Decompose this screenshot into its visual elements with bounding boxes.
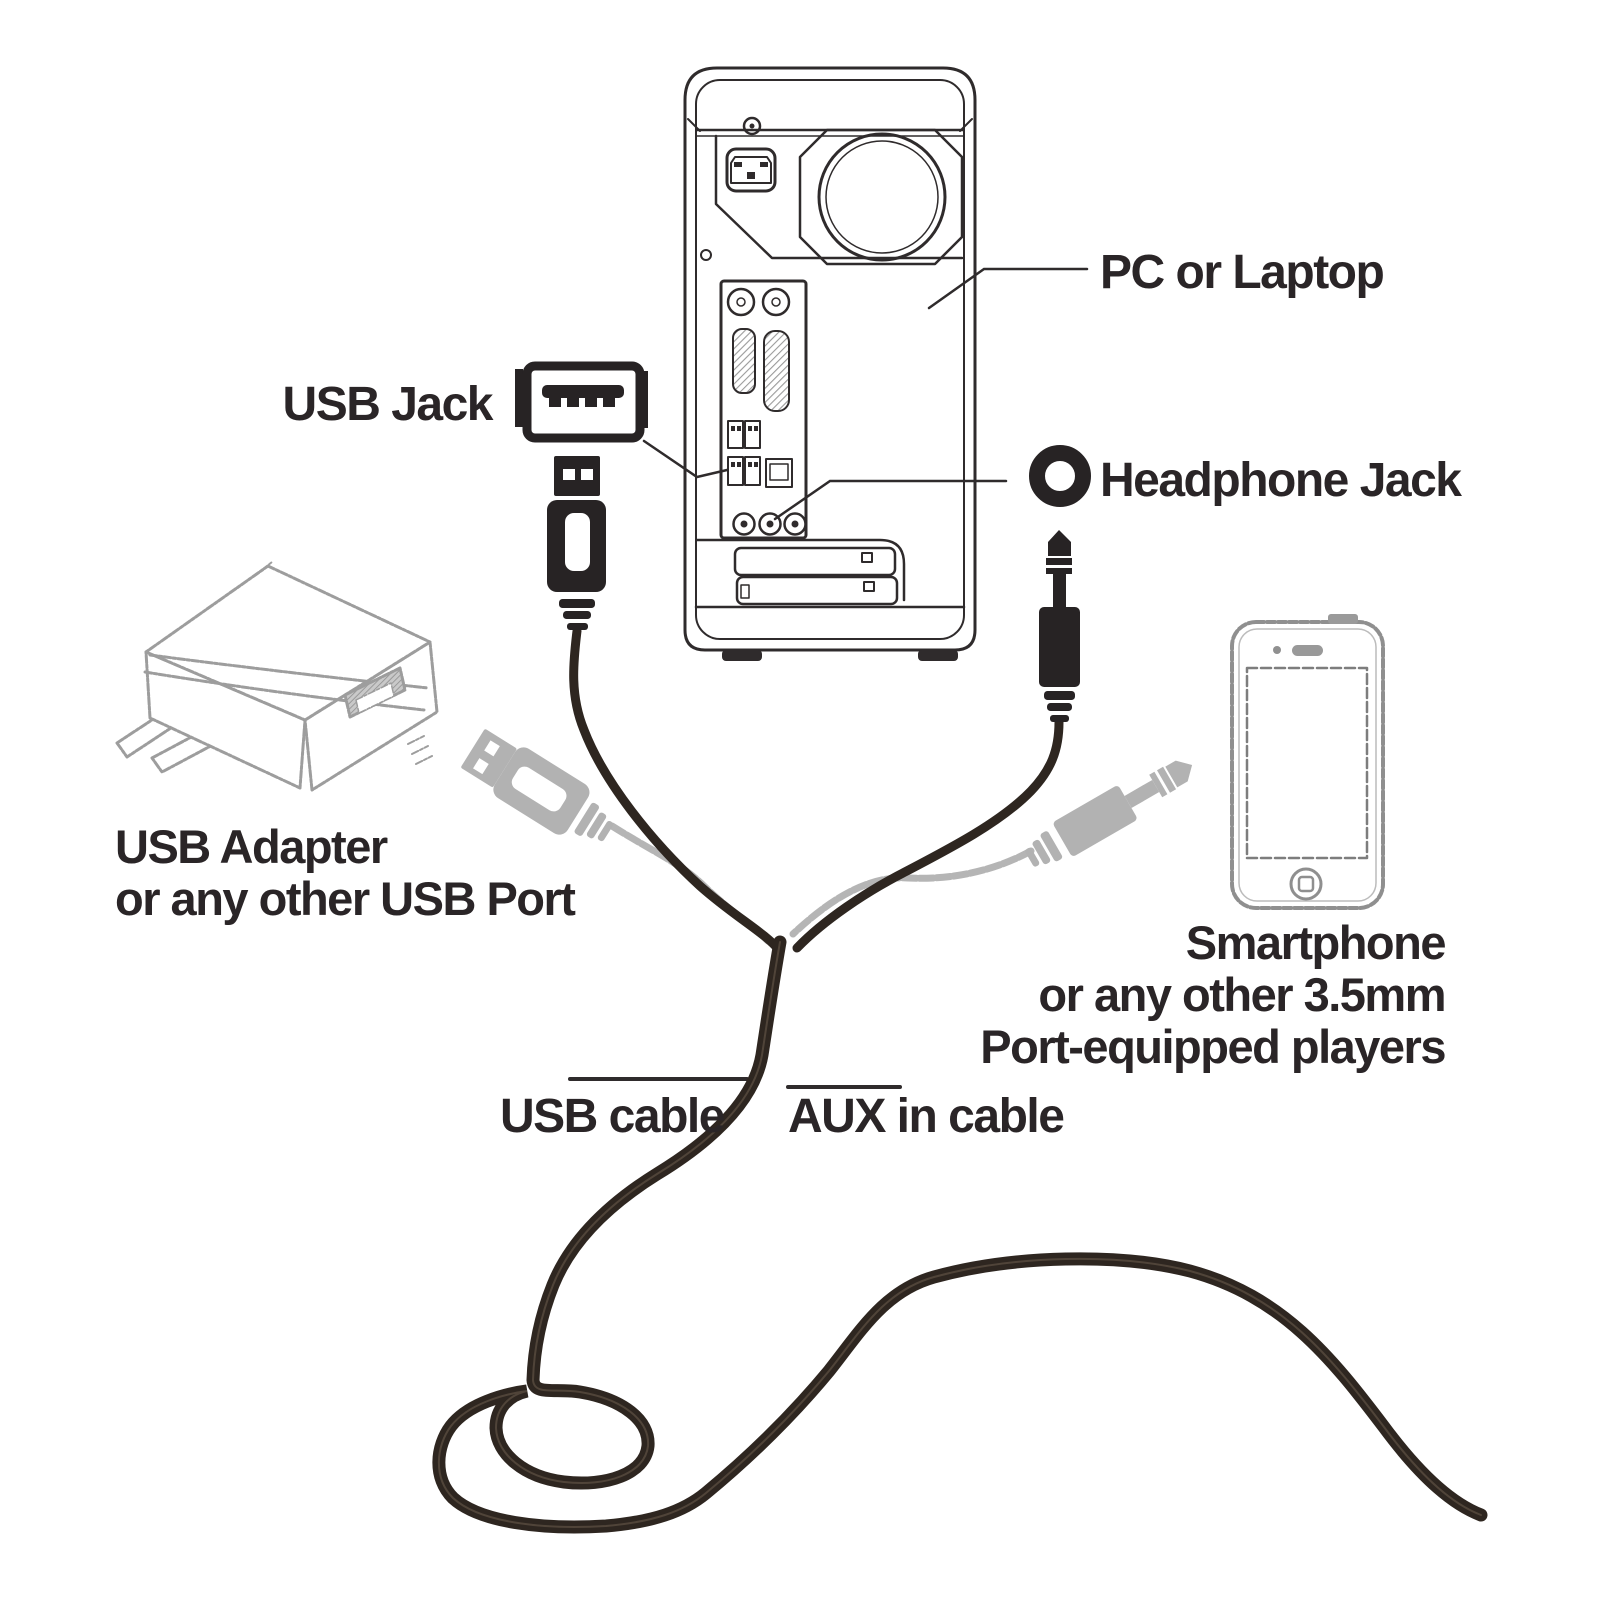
merged-cable-line xyxy=(432,935,1488,1534)
psu-fan xyxy=(798,128,964,266)
tower-outer-case xyxy=(683,66,977,652)
aux-cable-label: AUX in cable xyxy=(788,1090,1065,1143)
phone-top-button xyxy=(1328,614,1358,624)
tower-foot-left xyxy=(722,650,762,661)
leader-headphone-jack xyxy=(773,479,1008,521)
merged-cable-highlight xyxy=(437,941,1482,1528)
pc-tower-rear-art xyxy=(683,66,977,661)
power-inlet xyxy=(725,147,777,193)
headphone-ring-icon xyxy=(1029,445,1091,507)
usb-plug-icon xyxy=(547,456,606,630)
pc-label: PC or Laptop xyxy=(1100,246,1385,299)
aux-plug-icon xyxy=(1039,530,1080,722)
tower-inner-wall xyxy=(695,79,965,640)
smartphone-label-line1: Smartphone xyxy=(1185,916,1447,969)
usb-cable-label: USB cable xyxy=(500,1090,725,1143)
leader-usb-jack xyxy=(642,439,729,479)
ethernet-port xyxy=(765,458,793,488)
usb-adapter-label-line2: or any other USB Port xyxy=(115,872,576,925)
phone-camera xyxy=(1273,646,1281,654)
audio-jacks xyxy=(732,512,807,536)
psu-screw xyxy=(700,249,712,261)
vga-port xyxy=(732,328,756,394)
parallel-port xyxy=(763,330,790,412)
smartphone-sketch xyxy=(1230,614,1385,910)
phone-home-button xyxy=(1289,867,1323,901)
usb-ports xyxy=(727,420,761,486)
tower-screw xyxy=(742,116,762,136)
ghost-aux-plug-icon xyxy=(1025,760,1193,867)
ps2-ports xyxy=(726,287,791,317)
ghost-aux-cable xyxy=(789,847,1035,938)
phone-earpiece xyxy=(1292,645,1323,656)
smartphone-label-line3: Port-equipped players xyxy=(980,1020,1446,1073)
io-panel xyxy=(719,279,808,540)
usb-wall-adapter-sketch xyxy=(115,561,439,792)
smartphone-label-line2: or any other 3.5mm xyxy=(1038,968,1446,1021)
leader-pc xyxy=(927,267,1089,310)
phone-screen xyxy=(1245,666,1369,860)
usb-adapter-label-line1: USB Adapter xyxy=(115,820,388,873)
usb-cable-line xyxy=(569,626,784,955)
expansion-slots xyxy=(695,538,906,606)
aux-cable-line xyxy=(792,717,1064,953)
ghost-usb-plug-icon xyxy=(461,729,614,842)
usb-port-icon xyxy=(515,361,648,443)
usb-jack-label: USB Jack xyxy=(282,378,494,431)
tower-foot-right xyxy=(918,650,958,661)
headphone-jack-label: Headphone Jack xyxy=(1100,454,1462,507)
